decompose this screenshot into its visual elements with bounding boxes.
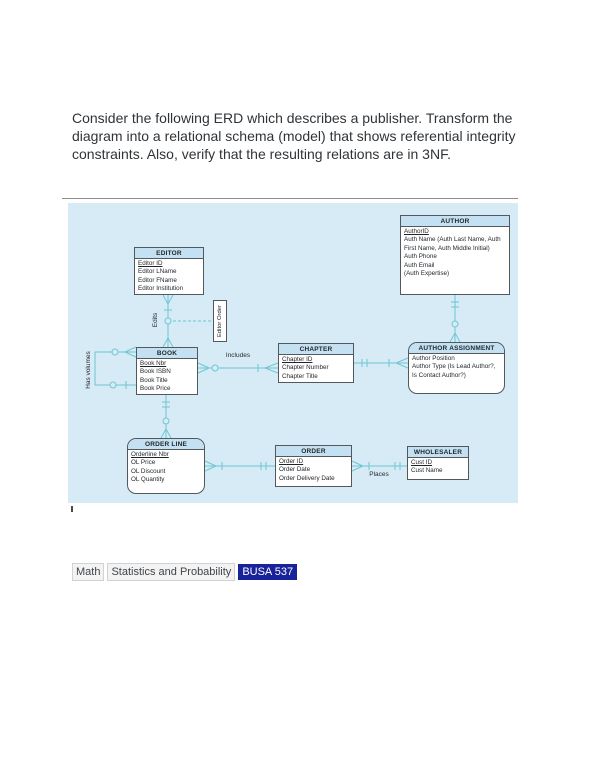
entity-author: AUTHOR AuthorID Auth Name (Auth Last Nam… — [400, 215, 510, 295]
attr-book-title: Book Title — [140, 376, 168, 384]
attr-editor-institution: Editor Institution — [138, 285, 184, 293]
attr-order-delivery-date: Order Delivery Date — [279, 474, 335, 482]
attr-book-nbr: Book Nbr — [140, 360, 167, 367]
attr-author-expertise: (Auth Expertise) — [404, 270, 450, 278]
attr-editor-id: Editor ID — [138, 260, 163, 267]
entity-author-title: AUTHOR — [401, 216, 509, 227]
entity-book-title: BOOK — [137, 348, 197, 359]
attr-author-id: AuthorID — [404, 228, 429, 235]
entity-order-title: ORDER — [276, 446, 351, 457]
entity-order: ORDER Order ID Order Date Order Delivery… — [275, 445, 352, 487]
entity-wholesaler-title: WHOLESALER — [408, 447, 468, 458]
relationship-label-places: Places — [369, 471, 389, 478]
attr-author-email: Auth Email — [404, 261, 435, 269]
erd-connectors — [94, 294, 461, 472]
attr-chapter-id: Chapter ID — [282, 356, 313, 363]
attr-orderline-nbr: Orderline Nbr — [131, 451, 169, 458]
attr-ol-discount: OL Discount — [131, 467, 166, 475]
entity-editor-order-label: Editor Order — [217, 304, 223, 338]
attr-book-isbn: Book ISBN — [140, 368, 171, 376]
entity-editor-order: Editor Order — [213, 300, 227, 342]
footer-tags: Math Statistics and Probability BUSA 537 — [72, 563, 298, 581]
attr-author-position: Author Position — [412, 355, 455, 362]
question-text: Consider the following ERD which describ… — [72, 110, 516, 162]
attr-order-id: Order ID — [279, 458, 304, 465]
entity-editor-title: EDITOR — [135, 248, 203, 259]
attr-order-date: Order Date — [279, 466, 311, 474]
attr-author-type: Author Type (Is Lead Author?, Is Contact… — [412, 363, 496, 379]
divider-line — [62, 198, 518, 199]
entity-order-line-title: ORDER LINE — [128, 439, 204, 450]
entity-chapter-title: CHAPTER — [279, 344, 353, 355]
attr-chapter-number: Chapter Number — [282, 364, 329, 372]
attr-ol-price: OL Price — [131, 459, 156, 467]
attr-cust-name: Cust Name — [411, 467, 443, 475]
attr-ol-quantity: OL Quantity — [131, 476, 165, 484]
relationship-label-includes: Includes — [225, 352, 251, 359]
entity-editor: EDITOR Editor ID Editor LName Editor FNa… — [134, 247, 204, 295]
attr-chapter-title: Chapter Title — [282, 372, 318, 380]
entity-author-assignment: AUTHOR ASSIGNMENT Author Position Author… — [408, 342, 505, 394]
relationship-label-edits: Edits — [152, 312, 159, 328]
attr-author-phone: Auth Phone — [404, 253, 437, 261]
entity-chapter: CHAPTER Chapter ID Chapter Number Chapte… — [278, 343, 354, 383]
erd-diagram: EDITOR Editor ID Editor LName Editor FNa… — [68, 203, 518, 503]
tag-statistics-and-probability[interactable]: Statistics and Probability — [107, 563, 236, 581]
attr-author-name: Auth Name (Auth Last Name, Auth First Na… — [404, 236, 501, 252]
entity-wholesaler: WHOLESALER Cust ID Cust Name — [407, 446, 469, 480]
attr-book-price: Book Price — [140, 385, 171, 393]
attr-editor-lname: Editor LName — [138, 268, 177, 276]
tag-math[interactable]: Math — [72, 563, 105, 581]
course-badge: BUSA 537 — [238, 564, 298, 580]
entity-book: BOOK Book Nbr Book ISBN Book Title Book … — [136, 347, 198, 395]
entity-order-line: ORDER LINE Orderline Nbr OL Price OL Dis… — [127, 438, 205, 494]
relationship-label-has-volumes: Has volumes — [85, 351, 92, 389]
stray-mark — [71, 506, 73, 512]
entity-author-assignment-title: AUTHOR ASSIGNMENT — [409, 343, 504, 354]
attr-cust-id: Cust ID — [411, 459, 432, 466]
attr-editor-fname: Editor FName — [138, 276, 177, 284]
